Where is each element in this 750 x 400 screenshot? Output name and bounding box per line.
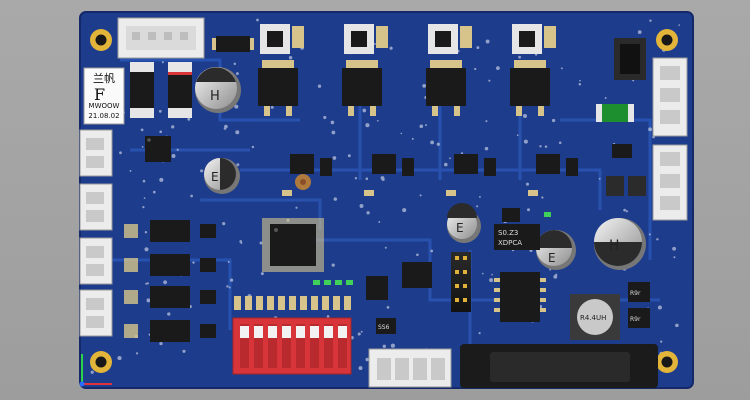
resistor-7 <box>300 296 307 310</box>
capacitor-c4: E <box>536 230 576 270</box>
resistor-8 <box>311 296 318 310</box>
side-ic-1 <box>124 220 216 242</box>
mosfet-3 <box>426 24 472 116</box>
ic-center-1 <box>402 262 432 288</box>
ic-sot-label: S0.Z3 XDPCA <box>494 224 540 250</box>
dip-toggle-1[interactable] <box>240 324 249 368</box>
ic-center-3: R9r <box>628 282 650 302</box>
capacitor-c3-label: E <box>456 221 464 235</box>
dip-toggle-7[interactable] <box>324 324 333 368</box>
power-diode-2 <box>168 62 192 118</box>
led-status <box>295 174 311 190</box>
mounting-hole-tr <box>656 29 678 51</box>
dip-toggle-3[interactable] <box>268 324 277 368</box>
capacitor-c3: E <box>447 203 481 243</box>
ic-small-chip <box>502 208 520 222</box>
axis-indicator <box>79 354 112 387</box>
ic-label-0: SS6 <box>378 324 390 331</box>
resistor-4 <box>267 296 274 310</box>
ic-label-1: S0.Z3 <box>498 229 518 237</box>
dip-switch[interactable] <box>232 317 352 375</box>
silk-mark: F <box>94 85 105 104</box>
resistor-array <box>234 296 351 310</box>
led-row-green <box>313 212 551 285</box>
resistor-5 <box>278 296 285 310</box>
mosfet-1 <box>258 24 304 116</box>
capacitor-c2: E <box>204 158 240 194</box>
transistor-q1 <box>612 144 632 158</box>
resistor-6 <box>289 296 296 310</box>
dip-toggle-2[interactable] <box>254 324 263 368</box>
connector-right-top[interactable] <box>652 57 688 137</box>
dip-toggle-8[interactable] <box>338 324 347 368</box>
dip-toggle-5[interactable] <box>296 324 305 368</box>
inductor-label: R4.4UH <box>580 314 606 322</box>
regulator-ic <box>212 36 254 52</box>
ic-qfn <box>145 136 171 162</box>
capacitor-c1-label: H <box>210 89 220 104</box>
connector-bottom[interactable] <box>368 348 452 388</box>
silk-date: 21.08.02 <box>88 112 119 120</box>
inductor-shielded: R4.4UH <box>570 294 620 340</box>
pin-header[interactable] <box>451 252 471 312</box>
jst-connector-4[interactable] <box>79 289 113 337</box>
mcu-qfp <box>262 218 324 272</box>
ic-label-2: XDPCA <box>498 239 522 247</box>
ic-center-2 <box>366 276 388 300</box>
side-ic-2 <box>124 254 216 276</box>
left-connector-stack <box>79 129 113 337</box>
resistor-10 <box>333 296 340 310</box>
gate-driver-row <box>282 154 578 196</box>
mosfet-2 <box>342 24 388 116</box>
resistor-11 <box>344 296 351 310</box>
gate-driver-1 <box>282 154 332 196</box>
jst-connector-2[interactable] <box>79 183 113 231</box>
ic-soic <box>494 272 546 322</box>
silkscreen-label: 兰帆 F MWOOW 21.08.02 <box>83 67 125 125</box>
jst-connector-1[interactable] <box>79 129 113 177</box>
mosfet-row <box>258 24 556 116</box>
fuse-green <box>596 104 634 122</box>
side-ic-3 <box>124 286 216 308</box>
capacitor-c5-label: H <box>609 238 620 254</box>
capacitor-c5: H <box>594 218 646 270</box>
capacitor-c4-label: E <box>548 251 556 265</box>
resistor-1 <box>234 296 241 310</box>
capacitor-pair <box>606 176 646 196</box>
capacitor-c2-label: E <box>211 170 219 184</box>
mosfet-4 <box>510 24 556 116</box>
capacitor-c1: H <box>195 67 241 113</box>
side-ic-4 <box>124 320 216 342</box>
mounting-hole-tl <box>90 29 112 51</box>
dip-toggle-6[interactable] <box>310 324 319 368</box>
connector-top[interactable] <box>117 17 205 59</box>
gate-driver-3 <box>446 154 496 196</box>
resistor-9 <box>322 296 329 310</box>
mounting-hole-br <box>656 351 678 373</box>
ic-center-4: R9r <box>628 308 650 328</box>
ic-label-4: R9r <box>630 316 641 323</box>
resistor-2 <box>245 296 252 310</box>
connector-right-bottom[interactable] <box>652 144 688 221</box>
inductor-top <box>614 38 646 80</box>
silk-chinese: 兰帆 <box>93 71 115 85</box>
jst-connector-3[interactable] <box>79 237 113 285</box>
gate-driver-2 <box>364 154 414 196</box>
ic-sot-bottom: SS6 <box>376 318 396 334</box>
ic-label-3: R9r <box>630 290 641 297</box>
resistor-3 <box>256 296 263 310</box>
mounting-holes <box>90 29 678 373</box>
mounting-hole-bl <box>90 351 112 373</box>
silk-name: MWOOW <box>89 102 120 110</box>
gate-driver-4 <box>528 154 578 196</box>
dip-toggle-4[interactable] <box>282 324 291 368</box>
side-ic-stack <box>124 220 216 342</box>
power-diode-1 <box>130 62 154 118</box>
connector-db-bottom[interactable] <box>460 344 658 388</box>
